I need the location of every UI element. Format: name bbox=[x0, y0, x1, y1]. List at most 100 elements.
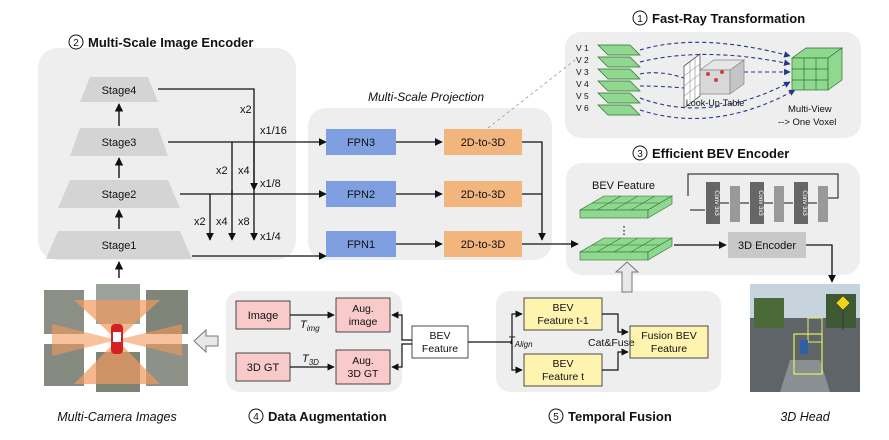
projection-title: Multi-Scale Projection bbox=[368, 90, 484, 104]
augmentation-title: 4 Data Augmentation bbox=[248, 408, 387, 424]
to3d-box-3: 2D-to-3D bbox=[444, 129, 522, 155]
aug-bev-feature-line2: Feature bbox=[422, 343, 458, 355]
fastray-view-stack: V 1 V 2 V 3 V 4 V 5 V 6 bbox=[576, 43, 641, 116]
cameras-caption: Multi-Camera Images bbox=[57, 410, 176, 424]
to3d-label-1: 2D-to-3D bbox=[461, 239, 506, 251]
aug-image-output-line1: Aug. bbox=[352, 303, 374, 315]
fastray-title-number: 1 bbox=[637, 14, 643, 25]
aug-gt-input: 3D GT bbox=[235, 352, 291, 382]
conv-stack: Conv 3x3 Conv 3x3 Conv 3x3 bbox=[706, 182, 828, 224]
bev-encoder-title-text: Efficient BEV Encoder bbox=[652, 146, 789, 161]
upsample-label-x2-stage3: x2 bbox=[216, 165, 228, 177]
upsample-label-x2-stage4: x2 bbox=[240, 104, 252, 116]
upsample-label-x4-stage3: x4 bbox=[238, 165, 250, 177]
temporal-to-bev-arrow bbox=[614, 261, 640, 293]
bev-feature-label: BEV Feature bbox=[592, 180, 655, 192]
voxel-label-one-voxel: --> One Voxel bbox=[778, 117, 836, 128]
bev-encoder-title-number: 3 bbox=[637, 149, 643, 160]
projection-arrows bbox=[396, 138, 579, 248]
augmentation-title-number: 4 bbox=[253, 412, 259, 423]
bev-feature-ellipsis: ⋮ bbox=[619, 225, 630, 237]
3d-encoder-box: 3D Encoder bbox=[728, 232, 806, 258]
aug-transform-labels: Timg T3D bbox=[300, 319, 320, 367]
scale-label-1-8: x1/8 bbox=[260, 178, 281, 190]
lookup-table-cube bbox=[698, 59, 746, 95]
upsample-arrows-to-stage3 bbox=[231, 142, 258, 194]
aug-gt-output: Aug. 3D GT bbox=[335, 349, 391, 385]
conv-label-3: Conv 3x3 bbox=[801, 190, 807, 216]
fpn1-box: FPN1 bbox=[326, 231, 396, 257]
voxel-label-multiview: Multi-View bbox=[788, 104, 832, 115]
stage3-label: Stage3 bbox=[102, 137, 137, 149]
t-3d-label: T3D bbox=[302, 353, 319, 367]
scale-label-1-16: x1/16 bbox=[260, 125, 287, 137]
fastray-rays bbox=[639, 41, 796, 119]
aug-image-output-line2: image bbox=[349, 316, 378, 328]
fpn2-label: FPN2 bbox=[347, 189, 375, 201]
to3d-box-2: 2D-to-3D bbox=[444, 181, 522, 207]
fusion-bev-feature-line1: Fusion BEV bbox=[641, 330, 696, 342]
aug-bev-feature: BEV Feature bbox=[411, 325, 469, 359]
output-voxel bbox=[790, 47, 844, 91]
head-caption: 3D Head bbox=[780, 410, 830, 424]
to3d-label-2: 2D-to-3D bbox=[461, 189, 506, 201]
aug-image-input-label: Image bbox=[248, 310, 279, 322]
view-label-1: V 1 bbox=[576, 43, 589, 53]
view-label-2: V 2 bbox=[576, 55, 589, 65]
temporal-title: 5 Temporal Fusion bbox=[548, 408, 672, 424]
bev-feature-prev-line2: Feature t-1 bbox=[537, 315, 589, 327]
stage1-label: Stage1 bbox=[102, 240, 137, 252]
bev-feature-prev: BEV Feature t-1 bbox=[523, 297, 603, 331]
bev-feature-slab-top bbox=[578, 195, 674, 219]
3d-encoder-label: 3D Encoder bbox=[738, 240, 796, 252]
multi-camera-images bbox=[44, 284, 188, 392]
encoder-title-number: 2 bbox=[73, 38, 79, 49]
upsample-label-x2-stage2: x2 bbox=[194, 216, 206, 228]
conv-label-1: Conv 3x3 bbox=[713, 190, 719, 216]
aug-gt-output-line2: 3D GT bbox=[348, 368, 380, 380]
fpn3-box: FPN3 bbox=[326, 129, 396, 155]
to3d-label-3: 2D-to-3D bbox=[461, 137, 506, 149]
aug-image-input: Image bbox=[235, 300, 291, 330]
temporal-arrows bbox=[506, 310, 629, 374]
aug-gt-output-line1: Aug. bbox=[352, 355, 374, 367]
fpn2-box: FPN2 bbox=[326, 181, 396, 207]
temporal-title-text: Temporal Fusion bbox=[568, 409, 672, 424]
bev-feature-current: BEV Feature t bbox=[523, 353, 603, 387]
bev-feature-prev-line1: BEV bbox=[552, 302, 573, 314]
augmentation-arrows bbox=[290, 311, 506, 371]
fusion-bev-feature-line2: Feature bbox=[651, 343, 687, 355]
lookup-table-grid bbox=[683, 53, 701, 109]
upsample-label-x8-stage2: x8 bbox=[238, 216, 250, 228]
fastray-title-text: Fast-Ray Transformation bbox=[652, 11, 805, 26]
fpn3-label: FPN3 bbox=[347, 137, 375, 149]
aug-bev-feature-line1: BEV bbox=[429, 330, 450, 342]
fusion-bev-feature: Fusion BEV Feature bbox=[629, 325, 709, 359]
view-label-6: V 6 bbox=[576, 103, 589, 113]
view-label-3: V 3 bbox=[576, 67, 589, 77]
view-label-5: V 5 bbox=[576, 91, 589, 101]
conv-stack-arrows bbox=[687, 173, 839, 211]
encoder-title: 2 Multi-Scale Image Encoder bbox=[68, 34, 253, 50]
lookup-table-label: Look-Up-Table bbox=[686, 98, 745, 108]
bev-encoder-title: 3 Efficient BEV Encoder bbox=[632, 145, 789, 161]
temporal-title-number: 5 bbox=[553, 412, 559, 423]
fastray-zoom-connector bbox=[487, 59, 576, 129]
fpn1-label: FPN1 bbox=[347, 239, 375, 251]
stage4-label: Stage4 bbox=[102, 85, 137, 97]
stage4-block: Stage4 bbox=[80, 77, 158, 102]
scale-label-1-4: x1/4 bbox=[260, 231, 281, 243]
bev-feature-slab-bottom bbox=[578, 237, 674, 261]
t-img-label: Timg bbox=[300, 319, 320, 333]
upsample-label-x4-stage2: x4 bbox=[216, 216, 228, 228]
stage2-label: Stage2 bbox=[102, 189, 137, 201]
stage3-block: Stage3 bbox=[70, 128, 168, 156]
fastray-title: 1 Fast-Ray Transformation bbox=[632, 10, 805, 26]
augmentation-to-cameras-arrow bbox=[193, 328, 219, 354]
augmentation-title-text: Data Augmentation bbox=[268, 409, 387, 424]
to3d-box-1: 2D-to-3D bbox=[444, 231, 522, 257]
conv-label-2: Conv 3x3 bbox=[757, 190, 763, 216]
3d-head-image bbox=[750, 284, 860, 392]
aug-gt-input-label: 3D GT bbox=[247, 362, 280, 374]
